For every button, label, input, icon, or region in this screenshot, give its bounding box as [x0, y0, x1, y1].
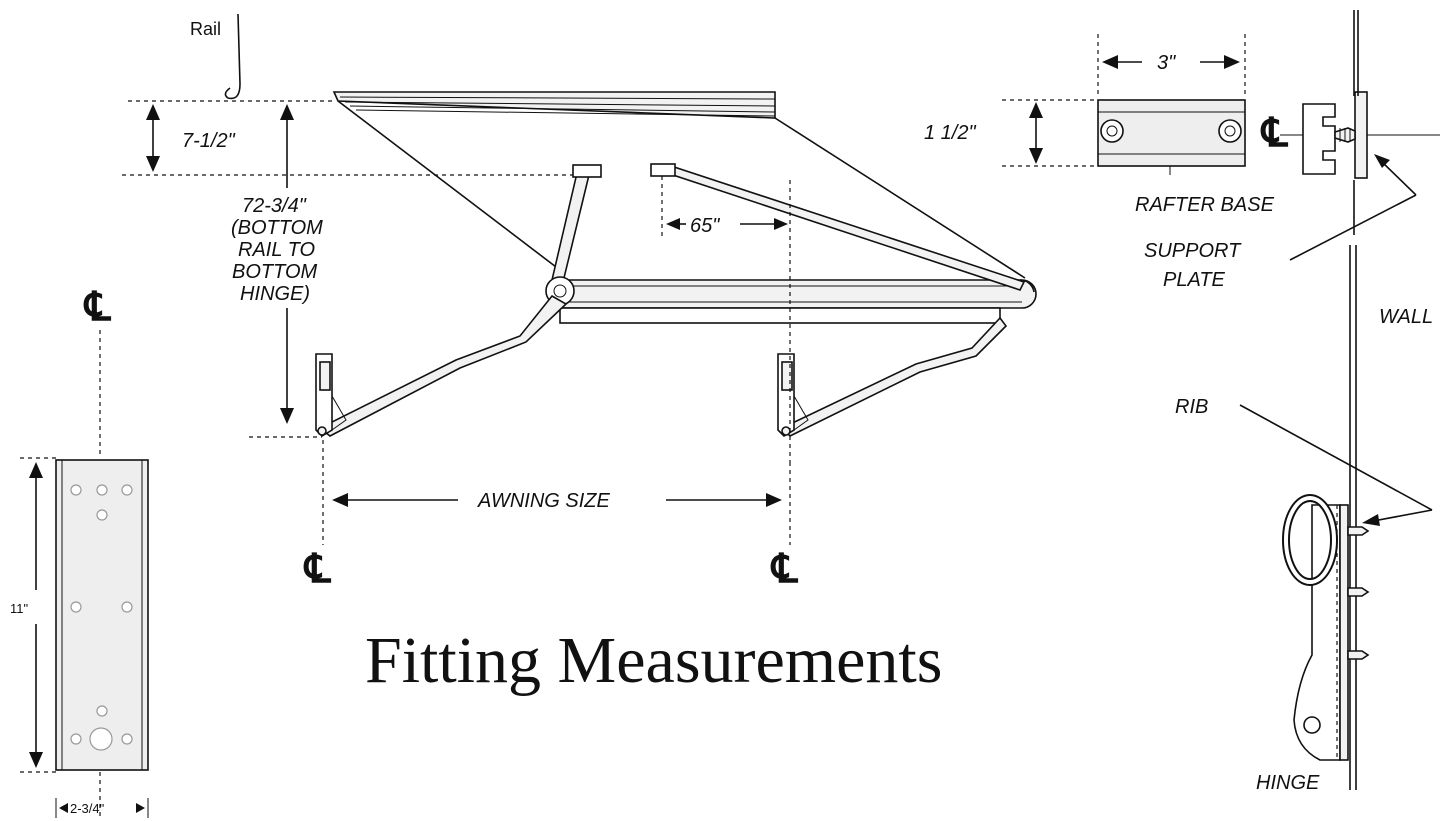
hinge-screws [1347, 526, 1370, 660]
centerline-icon-bracket: ℄ [83, 284, 112, 329]
rail-to-hinge-label-3: RAIL TO [238, 239, 315, 261]
hinge-label: HINGE [1256, 772, 1320, 794]
arm-offset-dimension: 65" [661, 176, 791, 462]
bracket-height-label: 11" [10, 601, 28, 616]
awning-assembly [315, 91, 1037, 438]
centerline-icon-right: ℄ [770, 546, 799, 591]
rafter-base-detail: 3" 1 1/2" ℄ RAFTER BASE SUPPORT PLATE [924, 34, 1440, 291]
rafter-clip-left [572, 164, 602, 178]
rafter-base-label: RAFTER BASE [1135, 194, 1275, 216]
support-arm-right [780, 316, 1008, 437]
rafter-base-profile [1302, 103, 1336, 175]
support-plate [1354, 91, 1368, 179]
rail-profile-icon [224, 13, 241, 100]
wall-hinge-detail: WALL RIB HINGE [1175, 10, 1433, 794]
fabric-edge-left [337, 100, 561, 271]
mounting-bracket: 11" 2-3/4" [10, 330, 149, 820]
roller-tube [559, 279, 1037, 309]
rail-to-hinge-label-4: BOTTOM [232, 261, 318, 283]
rail-to-hinge-label-2: (BOTTOM [231, 217, 323, 239]
awning-size-dimension: AWNING SIZE [322, 440, 791, 545]
rail-to-hinge-dimension: 72-3/4" (BOTTOM RAIL TO BOTTOM HINGE) [231, 104, 323, 438]
rafter-arm-left [551, 172, 590, 283]
rail-callout: Rail [190, 13, 241, 100]
rail-to-hinge-label-1: 72-3/4" [242, 195, 307, 217]
rail-to-hinge-label-5: HINGE) [240, 283, 310, 305]
support-plate-label-2: PLATE [1163, 269, 1226, 291]
rafter-height-label: 1 1/2" [924, 122, 976, 144]
page-title: Fitting Measurements [365, 624, 942, 697]
rail-label: Rail [190, 19, 221, 39]
rafter-width-label: 3" [1157, 52, 1176, 74]
bracket-plate [55, 459, 149, 771]
bracket-width-label: 2-3/4" [70, 801, 105, 816]
rafter-clip-right [650, 163, 676, 177]
drop-label: 7-1/2" [182, 130, 236, 152]
centerline-icon-left: ℄ [303, 546, 332, 591]
support-arm-left [318, 294, 568, 437]
rib-label: RIB [1175, 396, 1208, 418]
wall-label: WALL [1379, 306, 1433, 328]
bracket-holes [70, 484, 133, 751]
centerline-icon-rafter: ℄ [1260, 110, 1289, 155]
arm-offset-label: 65" [690, 215, 720, 237]
fabric-edge-right [774, 117, 1026, 279]
support-plate-label-1: SUPPORT [1144, 240, 1242, 262]
drop-dimension: 7-1/2" [122, 100, 573, 176]
awning-size-label: AWNING SIZE [477, 490, 611, 512]
